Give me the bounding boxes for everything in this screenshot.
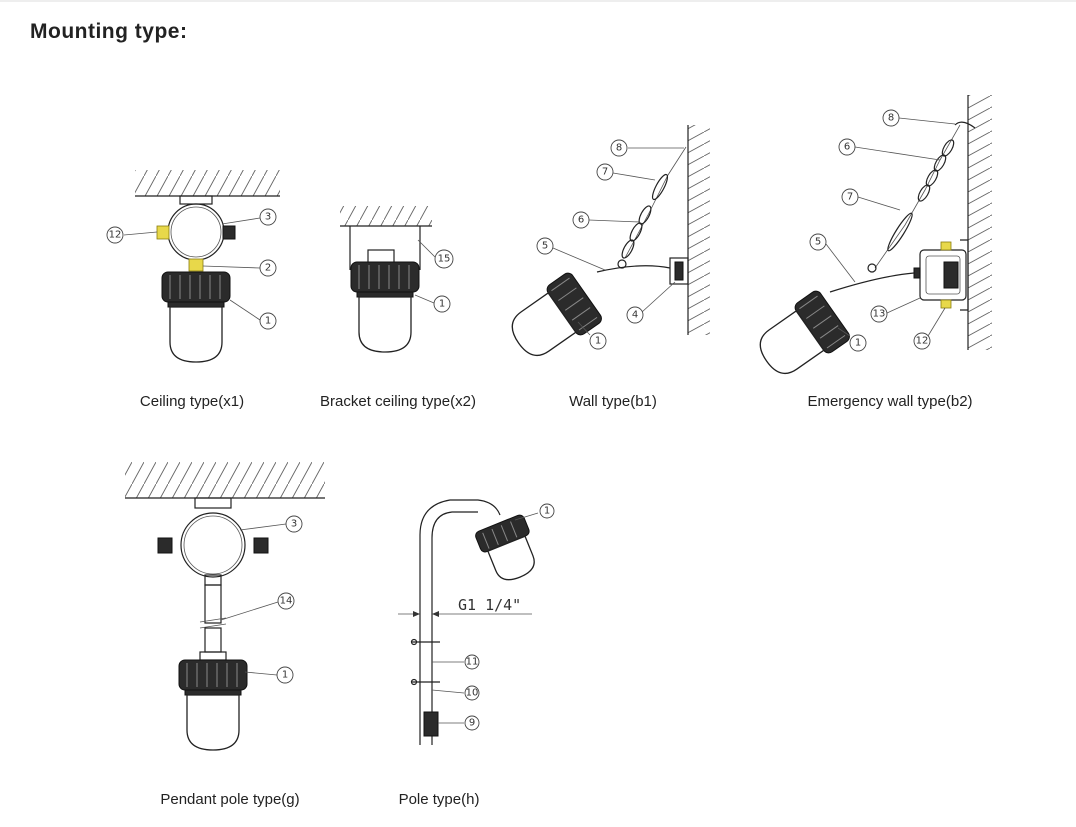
callout-1: 1 — [244, 666, 294, 684]
svg-text:6: 6 — [844, 142, 850, 153]
svg-text:14: 14 — [280, 596, 293, 607]
svg-text:1: 1 — [595, 336, 601, 347]
callout-8: 8 — [610, 139, 684, 157]
figure-pendant-pole: 3 14 1 — [125, 462, 325, 751]
svg-text:4: 4 — [632, 310, 638, 321]
svg-text:1: 1 — [265, 316, 271, 327]
svg-text:1: 1 — [855, 338, 861, 349]
callout-1: 1 — [229, 299, 277, 330]
caption-bracket-ceiling: Bracket ceiling type(x2) — [320, 393, 476, 410]
callout-2: 2 — [202, 259, 277, 277]
svg-text:5: 5 — [815, 237, 821, 248]
cable-gland-right — [222, 225, 236, 240]
callout-12: 12 — [913, 307, 946, 350]
svg-text:7: 7 — [847, 192, 853, 203]
svg-text:1: 1 — [282, 670, 288, 681]
callout-1: 1 — [577, 321, 607, 350]
callout-1: 1 — [514, 503, 555, 521]
caption-pole: Pole type(h) — [398, 791, 480, 808]
callout-14: 14 — [220, 592, 295, 621]
caption-wall: Wall type(b1) — [569, 393, 657, 410]
figure-emergency-wall: 8 6 7 5 13 1 12 — [748, 95, 992, 387]
svg-text:15: 15 — [438, 254, 451, 265]
svg-text:1: 1 — [544, 506, 550, 517]
figure-bracket-ceiling: 15 1 — [340, 206, 454, 353]
callout-8: 8 — [882, 109, 956, 127]
callout-11: 11 — [432, 654, 480, 670]
svg-text:8: 8 — [616, 143, 622, 154]
callout-6: 6 — [572, 211, 641, 229]
svg-text:12: 12 — [916, 336, 929, 347]
callout-1: 1 — [414, 294, 451, 313]
figure-pole: G1 1/4" 1 11 10 9 — [398, 499, 555, 745]
callout-4: 4 — [626, 281, 676, 324]
callout-5: 5 — [809, 233, 856, 283]
top-divider — [0, 0, 1076, 2]
svg-text:3: 3 — [291, 519, 297, 530]
svg-text:12: 12 — [109, 230, 122, 241]
callout-10: 10 — [431, 685, 480, 701]
dimension-label: G1 1/4" — [458, 596, 521, 614]
callout-3: 3 — [239, 515, 303, 533]
callout-7: 7 — [596, 163, 656, 181]
page-title: Mounting type: — [30, 20, 188, 43]
callout-5: 5 — [536, 237, 606, 271]
svg-text:1: 1 — [439, 299, 445, 310]
callout-15: 15 — [417, 239, 454, 269]
callout-12: 12 — [106, 226, 158, 244]
svg-text:11: 11 — [466, 657, 479, 668]
svg-text:13: 13 — [873, 309, 886, 320]
svg-text:8: 8 — [888, 113, 894, 124]
connector-yellow — [188, 258, 204, 272]
callout-7: 7 — [841, 188, 901, 211]
callout-13: 13 — [870, 297, 921, 323]
svg-text:10: 10 — [466, 688, 479, 699]
cable-gland-left — [156, 225, 170, 240]
svg-text:6: 6 — [578, 215, 584, 226]
callout-1: 1 — [837, 327, 867, 352]
caption-emergency-wall: Emergency wall type(b2) — [807, 393, 973, 410]
svg-text:7: 7 — [602, 167, 608, 178]
callout-6: 6 — [838, 138, 941, 161]
svg-text:5: 5 — [542, 241, 548, 252]
figure-wall: 8 7 6 5 4 1 — [500, 125, 710, 369]
callout-3: 3 — [221, 208, 277, 226]
caption-ceiling: Ceiling type(x1) — [139, 393, 245, 410]
caption-pendant-pole: Pendant pole type(g) — [160, 791, 300, 808]
svg-text:3: 3 — [265, 212, 271, 223]
svg-text:2: 2 — [265, 263, 271, 274]
callout-9: 9 — [438, 715, 480, 731]
svg-text:9: 9 — [469, 718, 475, 729]
figure-ceiling: 12 3 2 1 — [106, 170, 280, 363]
